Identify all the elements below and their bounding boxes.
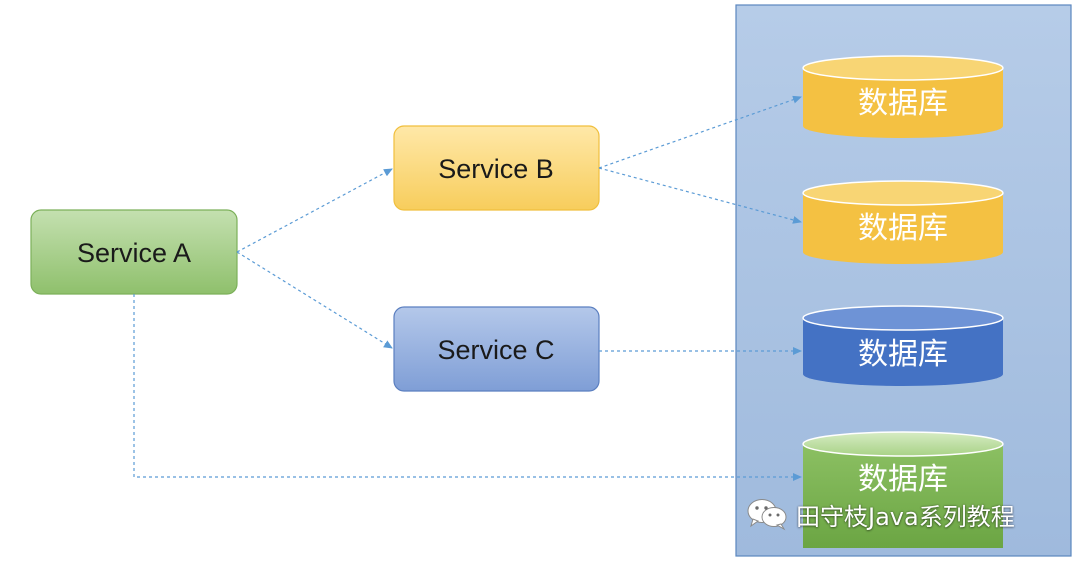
arrow-a-to-b — [236, 168, 393, 253]
watermark-text: 田守枝Java系列教程 — [796, 502, 1015, 531]
database-1-label: 数据库 — [858, 86, 948, 121]
database-3: 数据库 — [802, 305, 1004, 386]
service-c-box — [393, 306, 600, 392]
service-c: Service C — [393, 306, 600, 392]
database-4: 数据库 — [802, 431, 1004, 548]
service-a: Service A — [30, 209, 238, 295]
wechat-icon — [746, 497, 790, 531]
database-2: 数据库 — [802, 180, 1004, 264]
arrow-b-to-db2 — [598, 167, 802, 224]
database-1: 数据库 — [802, 55, 1004, 138]
database-4-label: 数据库 — [858, 462, 948, 497]
arrow-a-to-c — [236, 251, 393, 349]
service-b: Service B — [393, 125, 600, 211]
watermark: 田守枝Java系列教程 — [746, 494, 1015, 534]
service-a-label: Service A — [77, 238, 191, 268]
database-2-label: 数据库 — [858, 211, 948, 246]
service-b-label: Service B — [438, 154, 554, 184]
database-3-label: 数据库 — [858, 337, 948, 372]
service-c-label: Service C — [437, 335, 554, 365]
arrow-a-to-db4 — [133, 294, 802, 481]
